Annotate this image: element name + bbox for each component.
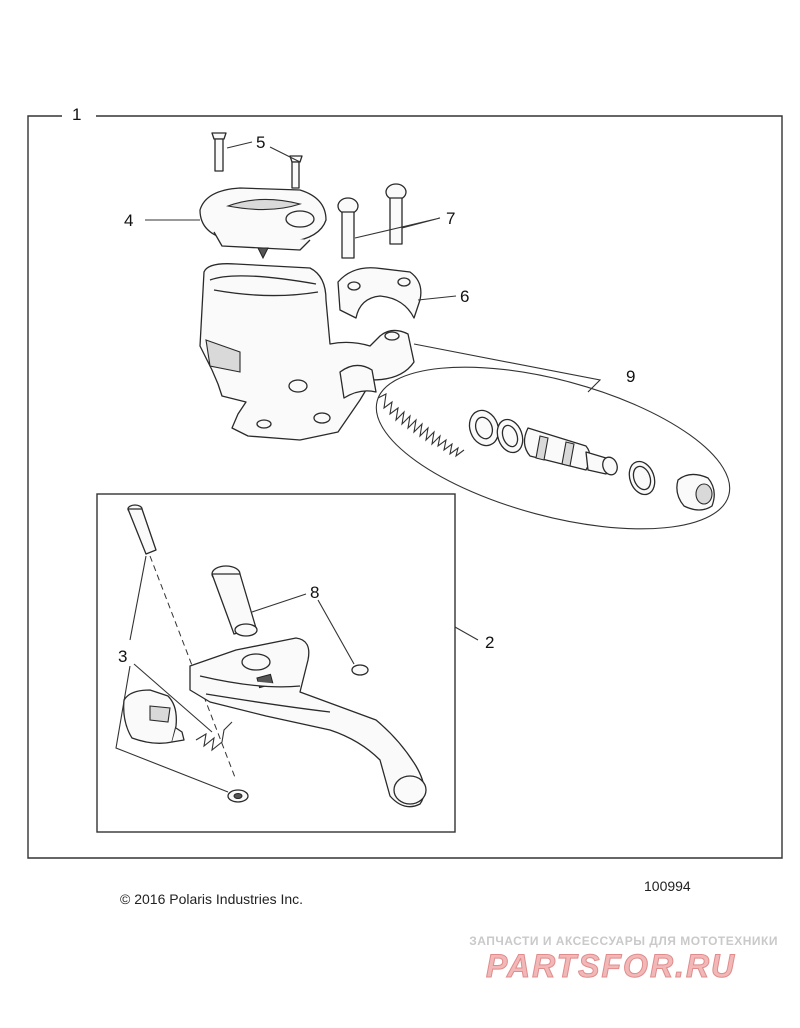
- callout-3: 3: [118, 647, 127, 666]
- diagram-number: 100994: [644, 878, 691, 894]
- lever-bushing-pin: [211, 565, 258, 637]
- lever-frame: [96, 493, 456, 833]
- lever-pivot-clip: [227, 789, 249, 803]
- assembly-frame: [27, 115, 783, 859]
- callout-9: 9: [626, 367, 635, 386]
- watermark-logo: PARTSFOR.RU: [486, 949, 736, 983]
- switch-cover: [123, 689, 185, 744]
- callout-1: 1: [72, 105, 81, 124]
- return-spring: [377, 393, 465, 458]
- callout-2: 2: [485, 633, 494, 652]
- reservoir-cap-screw-right: [289, 155, 303, 189]
- watermark-caption: ЗАПЧАСТИ И АКСЕССУАРЫ ДЛЯ МОТОТЕХНИКИ: [469, 934, 778, 948]
- watermark-logo-text: PARTSFOR.RU: [486, 949, 736, 983]
- copyright-notice: © 2016 Polaris Industries Inc.: [120, 891, 304, 907]
- lever-pivot-pin: [127, 504, 157, 555]
- callout-4: 4: [124, 211, 133, 230]
- lever-e-clip: [351, 664, 369, 676]
- retaining-ring: [628, 460, 656, 496]
- clamp-bolt-right: [385, 183, 407, 245]
- brake-lever: [189, 637, 427, 808]
- dust-boot: [676, 473, 715, 511]
- callout-8: 8: [310, 583, 319, 602]
- callout-6: 6: [460, 287, 469, 306]
- clamp-bolt-left: [337, 197, 359, 259]
- frame-label-gap: [62, 108, 96, 124]
- handlebar-clamp: [337, 267, 422, 319]
- secondary-cup-seal: [496, 418, 524, 454]
- reservoir-cap-screw-left: [211, 132, 227, 172]
- lever-spring: [195, 721, 233, 752]
- master-cylinder-body: [199, 263, 415, 441]
- callout-5: 5: [256, 133, 265, 152]
- callout-7: 7: [446, 209, 455, 228]
- piston: [523, 427, 618, 476]
- reservoir-cap: [199, 187, 327, 260]
- piston-kit-group-outline: [375, 366, 731, 530]
- primary-cup-seal: [468, 409, 500, 447]
